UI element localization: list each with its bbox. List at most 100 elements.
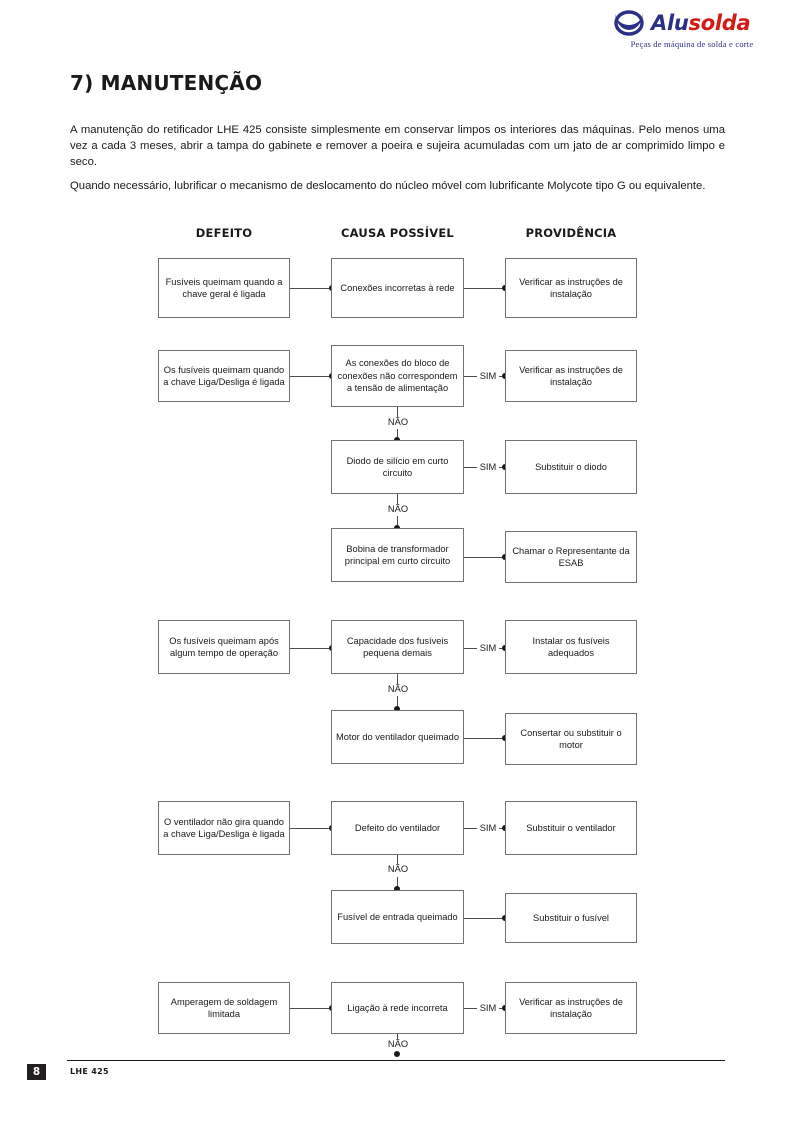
node-defect-1: Fusíveis queimam quando a chave geral é …	[158, 258, 290, 318]
connector-d5-c9	[290, 1008, 332, 1009]
node-defect-5: Amperagem de soldagem limitada	[158, 982, 290, 1034]
node-defect-1-label: Fusíveis queimam quando a chave geral é …	[165, 276, 283, 299]
connector-d2-c2	[290, 376, 332, 377]
connector-c7-no-upper	[397, 855, 398, 867]
connector-c5-no-lower	[397, 696, 398, 708]
node-action-5: Instalar os fusíveis adequados	[505, 620, 637, 674]
node-cause-9: Ligação à rede incorreta	[331, 982, 464, 1034]
connector-dot	[329, 285, 335, 291]
connector-c6-p6	[464, 738, 505, 739]
alusolda-swoosh-icon	[612, 9, 646, 37]
node-action-7: Substituir o ventilador	[505, 801, 637, 855]
connector-c3-no-upper	[397, 494, 398, 506]
node-cause-1: Conexões incorretas à rede	[331, 258, 464, 318]
node-defect-2-label: Os fusíveis queimam quando a chave Liga/…	[163, 364, 285, 387]
connector-dot	[502, 285, 508, 291]
edge-label-sim: SIM	[477, 1003, 499, 1014]
node-cause-4-label: Bobina de transformador principal em cur…	[344, 543, 451, 566]
node-defect-3-label: Os fusíveis queimam após algum tempo de …	[169, 635, 279, 658]
node-cause-6: Motor do ventilador queimado	[331, 710, 464, 764]
edge-label-nao: NÃO	[380, 1039, 416, 1050]
connector-d1-c1	[290, 288, 332, 289]
node-action-1: Verificar as instruções de instalação	[505, 258, 637, 318]
node-action-6: Consertar ou substituir o motor	[505, 713, 637, 765]
column-header-defeito: DEFEITO	[195, 226, 253, 240]
connector-c5-no-upper	[397, 674, 398, 686]
connector-c9-yes	[464, 1008, 477, 1009]
node-cause-8-label: Fusível de entrada queimado	[337, 911, 458, 922]
connector-yes-p5	[499, 648, 506, 649]
edge-label-nao: NÃO	[380, 504, 416, 515]
connector-dot	[394, 437, 400, 443]
node-cause-1-label: Conexões incorretas à rede	[340, 282, 455, 293]
column-header-providencia: PROVIDÊNCIA	[525, 226, 617, 240]
node-defect-3: Os fusíveis queimam após algum tempo de …	[158, 620, 290, 674]
connector-dot	[502, 464, 508, 470]
node-action-4-label: Chamar o Representante da ESAB	[512, 545, 630, 568]
column-header-causa-possivel: CAUSA POSSÍVEL	[341, 226, 454, 240]
node-action-3: Substituir o diodo	[505, 440, 637, 494]
connector-dot	[394, 525, 400, 531]
edge-label-sim: SIM	[477, 823, 499, 834]
connector-dot	[502, 1005, 508, 1011]
node-action-9: Verificar as instruções de instalação	[505, 982, 637, 1034]
edge-label-nao: NÃO	[380, 684, 416, 695]
connector-c2-no-lower	[397, 429, 398, 440]
connector-dot	[502, 915, 508, 921]
node-cause-3: Diodo de silício em curto circuito	[331, 440, 464, 494]
node-defect-2: Os fusíveis queimam quando a chave Liga/…	[158, 350, 290, 402]
connector-c1-p1	[464, 288, 505, 289]
node-action-8-label: Substituir o fusível	[533, 912, 609, 923]
logo-wordmark: Alusolda	[651, 9, 751, 37]
node-action-8: Substituir o fusível	[505, 893, 637, 943]
connector-c2-no-upper	[397, 407, 398, 419]
node-cause-9-label: Ligação à rede incorreta	[347, 1002, 448, 1013]
connector-dot	[329, 1005, 335, 1011]
connector-c9-no-upper	[397, 1034, 398, 1043]
edge-label-nao: NÃO	[380, 417, 416, 428]
node-action-3-label: Substituir o diodo	[535, 461, 607, 472]
connector-c3-yes	[464, 467, 477, 468]
connector-dot	[502, 735, 508, 741]
connector-dot	[329, 825, 335, 831]
connector-c8-p8	[464, 918, 505, 919]
connector-dot	[502, 373, 508, 379]
connector-c4-p4	[464, 557, 505, 558]
intro-paragraph-2: Quando necessário, lubrificar o mecanism…	[70, 180, 706, 192]
connector-dot	[394, 886, 400, 892]
connector-c2-yes	[464, 376, 477, 377]
logo-row: Alusolda	[612, 8, 772, 38]
connector-dot-terminal	[394, 1051, 400, 1057]
footer-model-label: LHE 425	[70, 1067, 109, 1076]
intro-paragraph-1: A manutenção do retificador LHE 425 cons…	[70, 124, 725, 169]
page-title: 7) MANUTENÇÃO	[70, 71, 263, 95]
node-cause-4: Bobina de transformador principal em cur…	[331, 528, 464, 582]
connector-c3-no-lower	[397, 516, 398, 528]
edge-label-sim: SIM	[477, 643, 499, 654]
connector-yes-p3	[499, 467, 506, 468]
node-action-1-label: Verificar as instruções de instalação	[519, 276, 623, 299]
logo-text-alu: Alu	[651, 11, 689, 35]
node-cause-2: As conexões do bloco de conexões não cor…	[331, 345, 464, 407]
logo-text-solda: solda	[688, 11, 751, 35]
connector-dot	[502, 825, 508, 831]
node-cause-8: Fusível de entrada queimado	[331, 890, 464, 944]
edge-label-sim: SIM	[477, 371, 499, 382]
node-action-4: Chamar o Representante da ESAB	[505, 531, 637, 583]
brand-logo: Alusolda Peças de máquina de solda e cor…	[612, 8, 772, 54]
connector-yes-p2	[499, 376, 506, 377]
node-cause-3-label: Diodo de silício em curto circuito	[346, 455, 449, 478]
node-action-2-label: Verificar as instruções de instalação	[519, 364, 623, 387]
connector-dot	[502, 645, 508, 651]
connector-c7-no-lower	[397, 877, 398, 889]
connector-d3-c5	[290, 648, 332, 649]
connector-dot	[329, 645, 335, 651]
connector-dot	[502, 554, 508, 560]
connector-c5-yes	[464, 648, 477, 649]
node-defect-5-label: Amperagem de soldagem limitada	[170, 996, 278, 1019]
node-action-6-label: Consertar ou substituir o motor	[520, 727, 622, 750]
connector-d4-c7	[290, 828, 332, 829]
edge-label-sim: SIM	[477, 462, 499, 473]
node-cause-2-label: As conexões do bloco de conexões não cor…	[337, 358, 458, 394]
node-cause-7: Defeito do ventilador	[331, 801, 464, 855]
